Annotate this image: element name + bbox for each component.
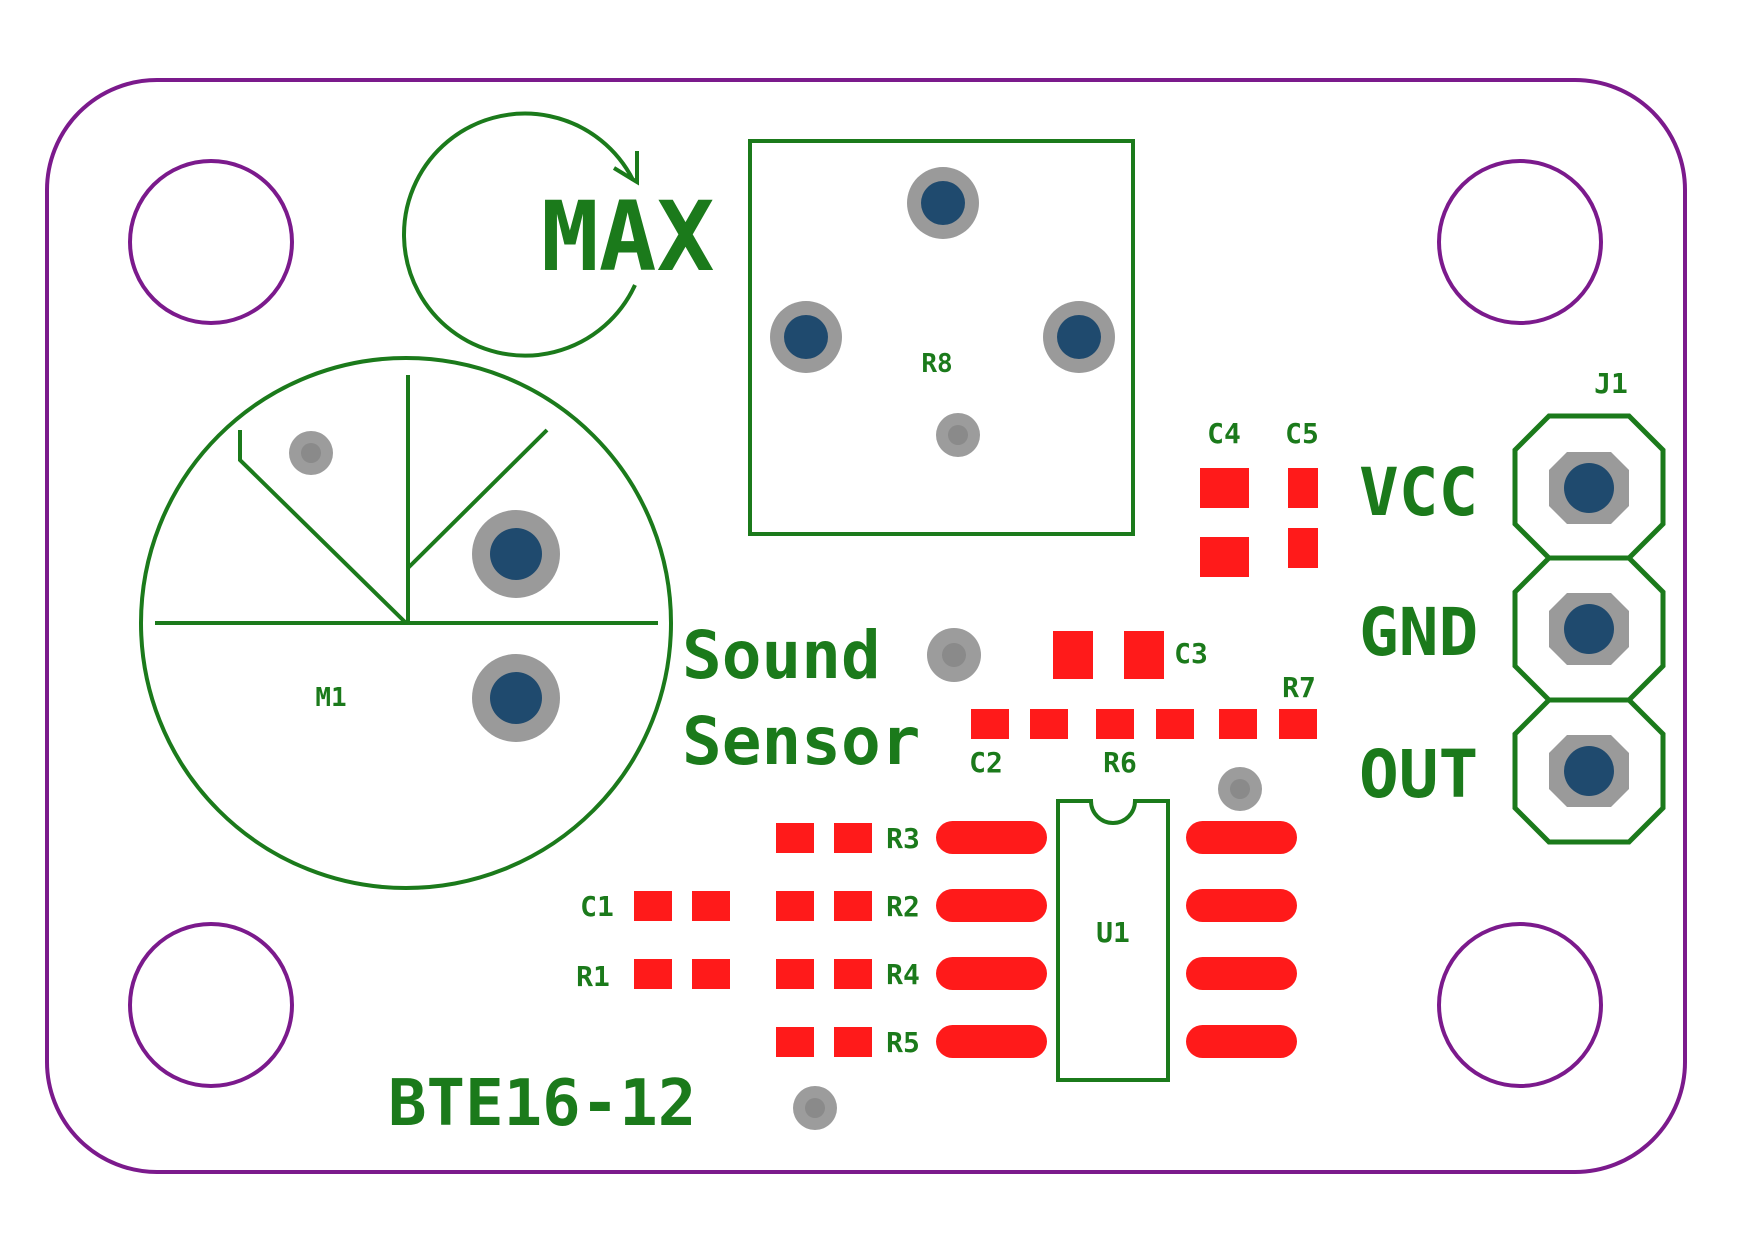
microphone-m1: M1 [139, 356, 673, 890]
r4-pad-left [776, 959, 814, 989]
r4-pad-right [834, 959, 872, 989]
max-rotation-indicator: MAX [402, 111, 714, 358]
u1-outline [1056, 799, 1170, 1082]
j1-pin-3-outline [1512, 697, 1666, 845]
gnd-label: GND [1359, 594, 1478, 671]
u1-label: U1 [1096, 916, 1130, 949]
r2-label: R2 [886, 890, 920, 923]
u1-pin-7 [1186, 889, 1297, 922]
max-label: MAX [541, 181, 714, 293]
c3-pad-right [1124, 631, 1164, 679]
mounting-hole-top-right [1437, 159, 1603, 325]
r4-label: R4 [886, 958, 920, 991]
r7-label: R7 [1282, 671, 1316, 704]
u1-via-center [1230, 779, 1250, 799]
header-j1: J1 VCC GND OUT [1359, 367, 1666, 845]
r1-pad-left [634, 959, 672, 989]
u1-pin-1 [936, 821, 1047, 854]
board-outline [45, 78, 1687, 1174]
r1-pad-right [692, 959, 730, 989]
u1-pin-8 [1186, 821, 1297, 854]
m1-via-center [301, 443, 321, 463]
r5-pad-left [776, 1027, 814, 1057]
m1-mark-left [238, 430, 408, 625]
u1-pin-4 [936, 1025, 1047, 1058]
ic-u1: U1 [936, 799, 1297, 1082]
r8-via-center [948, 425, 968, 445]
r7-pad-left [1219, 709, 1257, 739]
mounting-hole-bottom-left [128, 922, 294, 1088]
r7-pad-right [1279, 709, 1317, 739]
c1-pad-left [634, 891, 672, 921]
c2-label: C2 [969, 746, 1003, 779]
sound-via-center [942, 643, 966, 667]
r8-outline [748, 139, 1135, 536]
m1-label: M1 [315, 683, 346, 713]
c5-label: C5 [1285, 417, 1319, 450]
c2-pad-right [1030, 709, 1068, 739]
sensor-label: Sensor [682, 703, 920, 780]
bottom-via-center [805, 1098, 825, 1118]
r8-drill-right [1057, 315, 1101, 359]
j1-pin-2-drill [1564, 604, 1614, 654]
c3-pad-left [1053, 631, 1093, 679]
c1-label: C1 [580, 890, 614, 923]
r5-label: R5 [886, 1026, 920, 1059]
r1-label: R1 [576, 960, 610, 993]
c4-pad-bottom [1200, 537, 1249, 577]
r3-pad-right [834, 823, 872, 853]
m1-outline [139, 356, 673, 890]
r5-pad-right [834, 1027, 872, 1057]
out-label: OUT [1359, 736, 1478, 813]
potentiometer-r8: R8 [748, 139, 1135, 536]
j1-label: J1 [1594, 367, 1628, 400]
u1-pin-5 [1186, 1025, 1297, 1058]
m1-drill-1 [490, 528, 542, 580]
c3-label: C3 [1174, 637, 1208, 670]
rotation-arrow-arc [402, 111, 637, 358]
r6-label: R6 [1103, 746, 1137, 779]
r6-pad-left [1096, 709, 1134, 739]
r2-pad-right [834, 891, 872, 921]
c4-label: C4 [1207, 417, 1241, 450]
c1-pad-right [692, 891, 730, 921]
r8-label: R8 [921, 349, 952, 379]
rotation-arrow-head [612, 151, 639, 186]
j1-pin-3-drill [1564, 746, 1614, 796]
u1-pin-3 [936, 957, 1047, 990]
c5-pad-top [1288, 468, 1318, 508]
c4-pad-top [1200, 468, 1249, 508]
r8-drill-left [784, 315, 828, 359]
m1-drill-2 [490, 672, 542, 724]
m1-mark-right [406, 428, 549, 570]
r8-drill-top [921, 181, 965, 225]
r2-pad-left [776, 891, 814, 921]
u1-pin-2 [936, 889, 1047, 922]
u1-pin-6 [1186, 957, 1297, 990]
c2-pad-left [971, 709, 1009, 739]
sound-label: Sound [682, 617, 881, 694]
part-number-label: BTE16-12 [388, 1067, 696, 1141]
r3-pad-left [776, 823, 814, 853]
j1-pin-1-drill [1564, 463, 1614, 513]
mounting-hole-bottom-right [1437, 922, 1603, 1088]
mounting-hole-top-left [128, 159, 294, 325]
vcc-label: VCC [1359, 454, 1478, 531]
c5-pad-bottom [1288, 528, 1318, 568]
r3-label: R3 [886, 822, 920, 855]
r6-pad-right [1156, 709, 1194, 739]
